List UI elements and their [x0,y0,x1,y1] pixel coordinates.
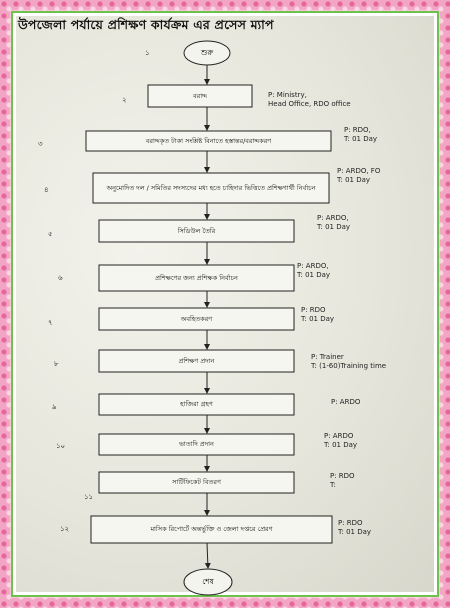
flow-arrow [204,542,211,569]
diagram-canvas [16,16,434,592]
step-note-line: T: 01 Day [301,314,335,323]
process-label: প্রশিক্ষণের জন্য প্রশিক্ষক নির্বাচন [155,273,238,282]
process-label: বরাদ্দকৃত টাকা সংশ্লিষ্ট বিনাতে হস্তান্ত… [145,136,272,145]
step-note: P: Ministry, Head Office, RDO office [268,91,351,108]
process-label: প্রশিক্ষণ প্রদান [178,356,215,365]
end-label: শেষ [202,577,214,586]
process-box [98,264,295,292]
step-number: ৩ [38,140,43,148]
step-number: ৯ [52,403,57,411]
step-note-line: T: 01 Day [317,222,351,231]
step-note-line: P: ARDO, [317,214,349,222]
process-box [98,393,295,416]
step-note: P: ARDO [331,398,360,407]
process-box [98,433,295,456]
step-note-line: T: [330,480,336,489]
step-number: ১১ [84,493,94,501]
step-note-line: P: ARDO, FO [337,167,381,175]
process-box [98,349,295,373]
step-note: P: ARDO,T: 01 Day [317,214,350,231]
end-terminal [183,568,233,596]
step-number: ৪ [44,186,49,194]
process-label: বরাদ্দ [193,91,207,100]
process-label: সিডিউল তৈরি [177,226,216,235]
step-note-line: P: ARDO [324,432,354,440]
step-note-line: T: 01 Day [324,440,358,449]
process-label: অনুমোদিত দল / সমিতির সদস্যদের মধ্য হতে চ… [106,183,316,192]
process-box [98,307,295,331]
step-note-line: T: (1-60)Training time [311,361,387,370]
step-number: ১২ [60,525,70,533]
step-note: P: ARDO,T: 01 Day [297,262,330,279]
step-note-line: P: Trainer [311,353,344,361]
process-box [85,130,332,152]
step-number: ৮ [54,360,59,368]
process-label: মাসিক রিপোর্টে অন্তর্ভুক্তি ও জেলা দপ্তর… [150,525,273,533]
step-number: ২ [122,96,127,104]
process-box [147,84,253,108]
step-note: P: RDO,T: 01 Day [344,126,377,143]
start-label: শুরু [200,48,214,57]
step-note-line: P: RDO [301,306,326,314]
process-box [98,471,295,494]
start-number: ১ [145,49,150,57]
step-number: ৭ [48,319,53,327]
process-label: হাজিরা গ্রহণ [180,400,213,408]
process-label: সার্টিফিকেট বিতরণ [172,478,221,486]
process-box [90,515,333,544]
diagram-title: উপজেলা পর্যায়ে প্রশিক্ষণ কার্যক্রম এর প… [18,17,274,32]
step-note-line: T: 01 Day [297,270,331,279]
step-note-line: T: 01 Day [337,175,371,184]
step-note-line: P: ARDO, [297,262,329,270]
step-note-line: P: RDO, [344,126,371,134]
step-note-line: P: RDO [330,472,355,480]
process-box [92,172,330,204]
step-note-line: P: Ministry, [268,91,307,99]
step-number: ৬ [58,274,63,282]
step-number: ৫ [48,230,53,238]
step-number: ১০ [56,442,66,450]
process-label: ভাতাদি প্রদান [179,440,214,448]
process-box [98,219,295,243]
step-note-line: Head Office, RDO office [268,99,351,108]
process-label: অবহিতকরণ [180,314,213,323]
step-note-line: T: 01 Day [344,134,378,143]
step-note-line: T: 01 Day [338,527,372,536]
step-note-line: P: RDO [338,519,363,527]
step-note-line: P: ARDO [331,398,361,406]
